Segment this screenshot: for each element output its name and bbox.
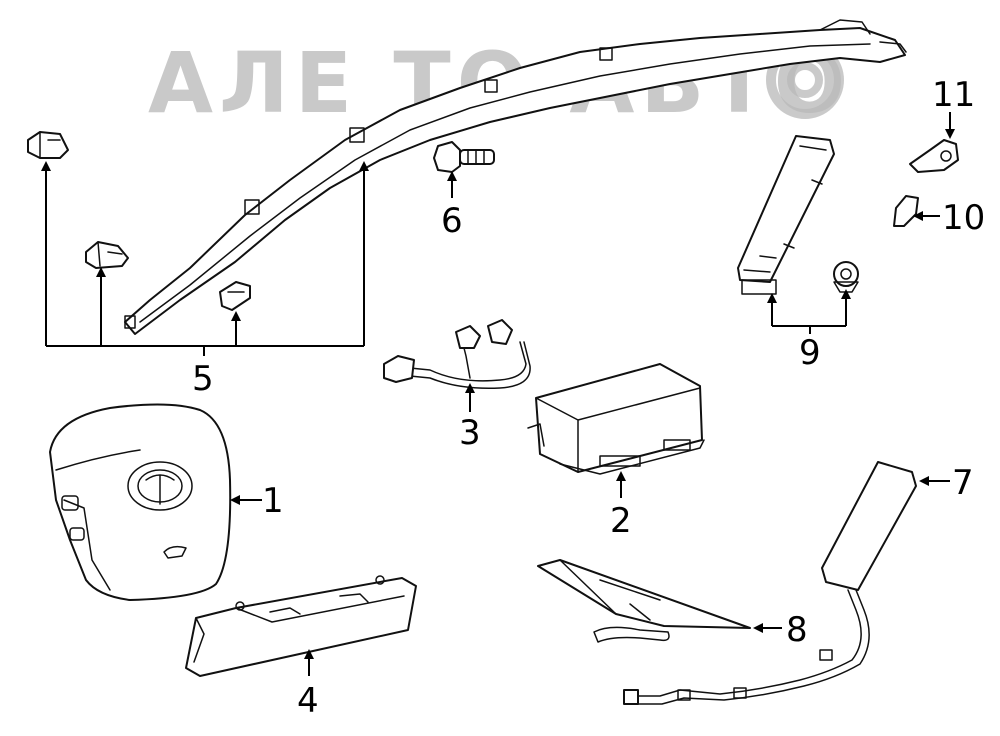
bracket-part-11 [909, 139, 959, 173]
clip-part-9 [833, 261, 859, 293]
callout-9: 9 [799, 333, 821, 373]
side-airbag-part-7 [623, 461, 917, 705]
clip-part-5b [85, 241, 129, 269]
callout-1: 1 [262, 481, 284, 521]
callout-11: 11 [932, 75, 975, 115]
bracket-part-10 [893, 195, 919, 227]
callout-7: 7 [952, 463, 974, 503]
clip-part-5c [219, 281, 251, 311]
callout-4: 4 [297, 681, 319, 721]
wire-harness-part-3 [383, 319, 531, 390]
callout-8: 8 [786, 610, 808, 650]
seat-cushion-airbag-part-8 [537, 559, 751, 643]
callout-labels: 1 2 3 4 5 6 7 8 9 10 11 [192, 75, 985, 721]
callout-5: 5 [192, 359, 214, 399]
bolt-part-6 [433, 141, 495, 173]
callout-10: 10 [942, 198, 985, 238]
knee-airbag-part-9 [737, 135, 835, 295]
passenger-airbag-part-2 [527, 363, 705, 475]
leaders [41, 112, 955, 676]
curtain-airbag-part-5 [124, 19, 907, 335]
clip-part-5a [27, 131, 69, 159]
callout-2: 2 [610, 501, 632, 541]
steering-airbag-part-1 [49, 403, 232, 601]
lower-airbag-part-4 [185, 575, 417, 677]
callout-3: 3 [459, 413, 481, 453]
callout-6: 6 [441, 201, 463, 241]
